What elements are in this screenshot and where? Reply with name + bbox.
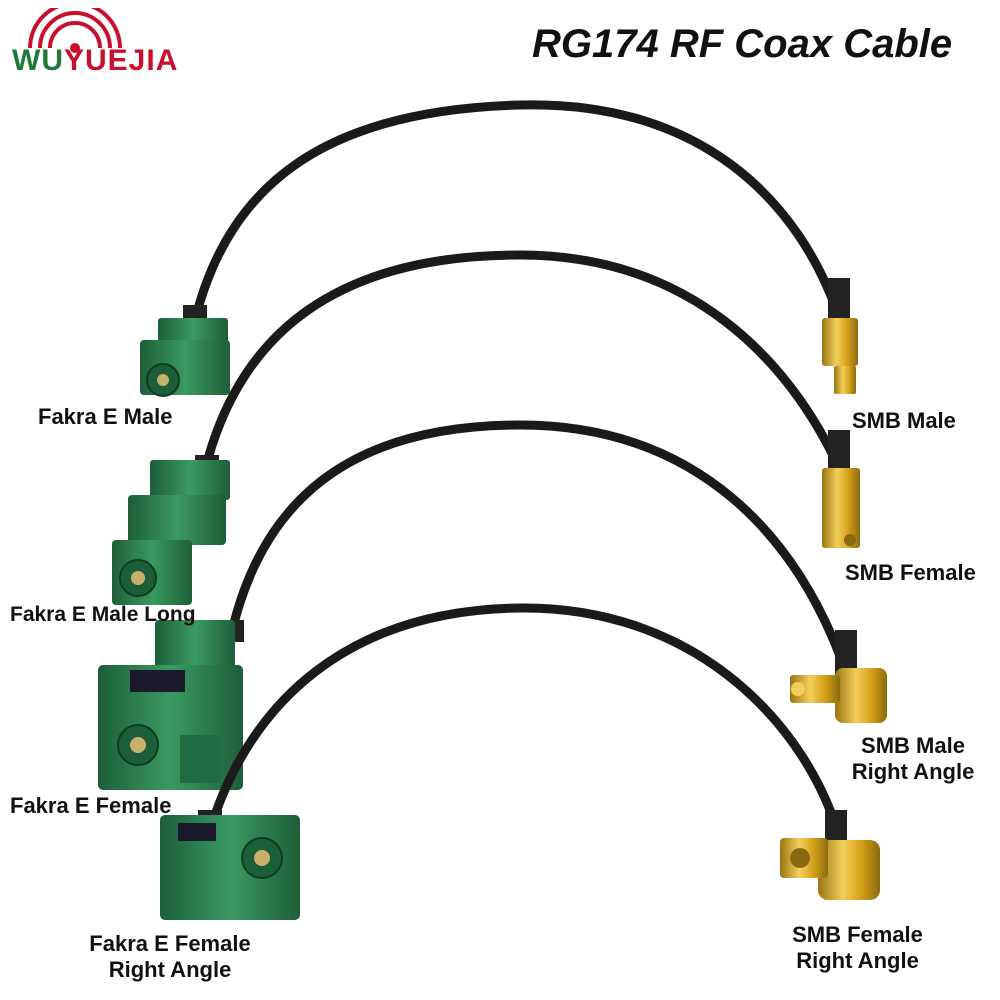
- smb-male-right-angle-connector: [790, 630, 887, 723]
- label-fakra-e-female: Fakra E Female: [10, 793, 172, 818]
- label-smb-female: SMB Female: [845, 560, 976, 585]
- cable-4: [160, 603, 880, 920]
- fakra-e-female-connector: [98, 620, 243, 790]
- label-smb-female-right-angle: SMB Female Right Angle: [775, 922, 940, 974]
- fakra-e-male-long-connector: [112, 460, 230, 605]
- label-smb-female-right-angle-line2: Right Angle: [796, 948, 919, 973]
- page-title: RG174 RF Coax Cable: [532, 22, 953, 66]
- fakra-e-male-connector: [140, 318, 230, 397]
- cable-1: [140, 100, 858, 397]
- label-smb-male-right-angle-line2: Right Angle: [851, 759, 975, 784]
- label-smb-male: SMB Male: [852, 408, 956, 433]
- smb-male-connector: [822, 278, 858, 394]
- cable-3: [98, 420, 887, 790]
- label-smb-male-right-angle: SMB Male Right Angle: [843, 733, 983, 785]
- smb-female-right-angle-connector: [780, 810, 880, 900]
- label-fakra-e-female-right-angle-line1: Fakra E Female: [89, 931, 251, 956]
- fakra-e-female-right-angle-connector: [160, 815, 300, 920]
- label-fakra-e-female-right-angle-line2: Right Angle: [108, 957, 232, 982]
- label-fakra-e-male-long: Fakra E Male Long: [10, 603, 196, 626]
- signal-arcs-icon: [28, 8, 122, 53]
- label-smb-male-right-angle-line1: SMB Male: [861, 733, 965, 758]
- label-smb-female-right-angle-line1: SMB Female: [792, 922, 923, 947]
- brand-prefix: WU: [12, 44, 64, 77]
- label-fakra-e-male: Fakra E Male: [38, 404, 173, 429]
- brand-name: YUEJIA: [63, 44, 179, 77]
- smb-female-connector: [822, 430, 860, 548]
- brand-logo: WUYUEJIA: [10, 8, 210, 88]
- label-fakra-e-female-right-angle: Fakra E Female Right Angle: [75, 931, 265, 983]
- cable-2: [112, 250, 860, 605]
